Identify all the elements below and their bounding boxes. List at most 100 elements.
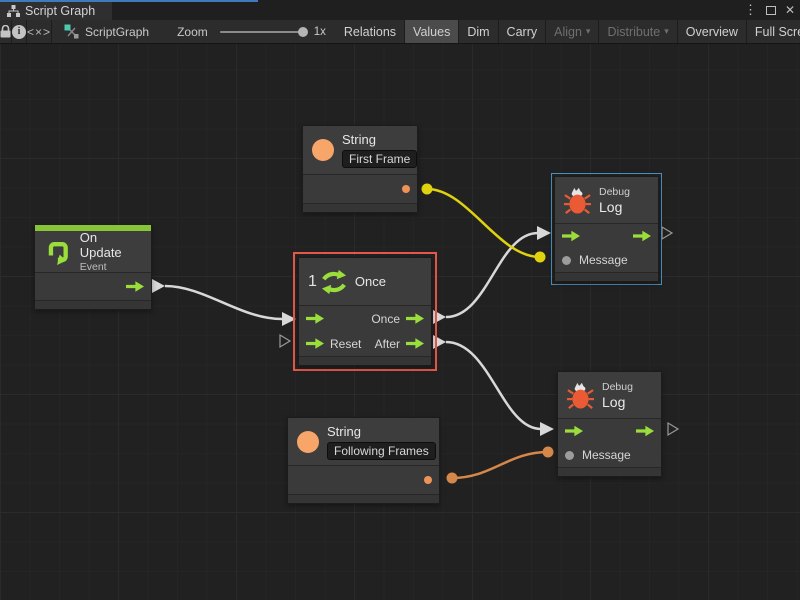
wire-arrowhead (537, 226, 551, 240)
titlebar: Script Graph ⋮ ✕ (0, 0, 800, 20)
wire-start-marker (152, 279, 165, 293)
node-surtitle: Debug (602, 380, 633, 393)
node-debug-log-top[interactable]: Debug Log Message (554, 176, 659, 282)
once-selection-outline: 1 Once Once (293, 252, 437, 371)
once-cycle-icon (321, 269, 346, 294)
message-label: Message (582, 448, 631, 462)
string-value-field[interactable]: First Frame (342, 150, 418, 168)
debuglog-top-message-port[interactable] (562, 255, 571, 265)
chevron-down-icon: ▾ (585, 26, 591, 36)
code-view-button[interactable]: <×> (27, 20, 53, 43)
graph-name-label: ScriptGraph (85, 24, 150, 39)
wire-once-to-debuglog-top[interactable] (445, 231, 539, 319)
on-update-flow-out-port[interactable] (126, 281, 144, 292)
carry-button[interactable]: Carry (499, 20, 547, 43)
node-footer (35, 300, 151, 309)
fullscreen-button[interactable]: Full Screen (754, 24, 800, 39)
distribute-dropdown-button[interactable]: Distribute ▾ (599, 20, 678, 43)
zoom-value: 1x (313, 25, 326, 38)
relations-button[interactable]: Relations (336, 20, 406, 43)
node-footer (555, 272, 658, 281)
string-type-icon (312, 139, 334, 161)
node-footer (558, 467, 661, 476)
node-title: Once (354, 274, 386, 289)
distribute-label: Distribute (607, 24, 661, 39)
overview-button[interactable]: Overview (678, 20, 747, 43)
window-maximize-icon[interactable] (765, 5, 776, 15)
node-title: Log (602, 393, 626, 410)
once-after-label: After (374, 336, 400, 351)
once-flow-in-port[interactable] (306, 313, 324, 324)
node-once[interactable]: 1 Once Once (298, 257, 432, 366)
node-on-update[interactable]: On Update Event (34, 225, 152, 310)
toolbar: i <×> ScriptGraph Zoom 1x Relations Valu… (0, 20, 800, 44)
event-accent-bar (35, 225, 151, 231)
message-label: Message (579, 253, 628, 267)
align-dropdown-button[interactable]: Align ▾ (546, 20, 600, 43)
debuglog-top-flow-out-port[interactable] (633, 230, 651, 242)
wire-end-dot (446, 472, 458, 484)
wire-end-dot (421, 183, 433, 195)
zoom-slider[interactable] (219, 26, 308, 37)
bug-icon (564, 187, 591, 214)
zoom-label: Zoom (177, 24, 208, 39)
wire-arrowhead (540, 422, 554, 436)
wire-end-dot (534, 251, 546, 263)
node-title: String (342, 132, 376, 147)
once-reset-label: Reset (330, 336, 362, 351)
wire-arrowhead (282, 312, 296, 326)
tab-focus-accent (0, 0, 258, 2)
window-close-icon[interactable]: ✕ (784, 3, 795, 17)
node-title: Log (599, 198, 623, 215)
once-out-label: Once (371, 311, 400, 326)
node-footer (288, 494, 439, 503)
debuglog-bottom-out-triangle[interactable] (667, 421, 680, 437)
tab-title: Script Graph (25, 4, 96, 18)
once-reset-in-port[interactable] (306, 338, 324, 349)
code-icon: <×> (27, 24, 52, 39)
string-output-port[interactable] (424, 476, 432, 484)
dim-button[interactable]: Dim (459, 20, 499, 43)
align-label: Align (554, 24, 582, 39)
bug-icon (567, 382, 594, 409)
info-button[interactable]: i (12, 20, 27, 43)
once-after-out-port[interactable] (406, 338, 424, 349)
node-title: On Update (79, 230, 122, 260)
node-debug-log-bottom[interactable]: Debug Log Message (557, 371, 662, 477)
on-update-loop-icon (48, 241, 68, 265)
node-title: String (327, 423, 361, 439)
toolbar-middle: ScriptGraph Zoom 1x (52, 20, 336, 43)
window-menu-icon[interactable]: ⋮ (743, 2, 757, 17)
values-button[interactable]: Values (405, 20, 460, 43)
info-icon: i (12, 24, 26, 39)
chevron-down-icon: ▾ (664, 26, 669, 36)
script-graph-icon (64, 24, 79, 39)
graph-hierarchy-icon (7, 5, 20, 17)
graph-canvas[interactable]: String First Frame On Update Event (0, 44, 800, 600)
debuglog-top-out-triangle[interactable] (661, 225, 674, 241)
node-footer (299, 356, 431, 365)
wire-string-following-to-message[interactable] (451, 450, 549, 480)
string-value-field[interactable]: Following Frames (327, 441, 436, 460)
debuglog-top-flow-in-port[interactable] (562, 230, 580, 242)
string-type-icon (297, 430, 319, 453)
string-output-port[interactable] (402, 185, 410, 193)
once-icon-number: 1 (308, 272, 317, 290)
once-reset-port-triangle[interactable] (279, 333, 292, 349)
once-out-port[interactable] (406, 313, 424, 324)
node-string-following-frames[interactable]: String Following Frames (287, 417, 440, 504)
node-subtitle: Event (79, 261, 107, 273)
lock-button[interactable] (0, 20, 12, 43)
wire-string-first-to-message[interactable] (426, 187, 541, 259)
wire-onupdate-to-once[interactable] (164, 284, 283, 321)
node-string-first-frame[interactable]: String First Frame (302, 125, 418, 213)
tab-script-graph[interactable]: Script Graph (0, 2, 112, 20)
debuglog-bottom-message-port[interactable] (565, 450, 574, 460)
wire-once-to-debuglog-bottom[interactable] (445, 340, 542, 431)
debuglog-bottom-flow-out-port[interactable] (636, 425, 654, 437)
debuglog-bottom-flow-in-port[interactable] (565, 425, 583, 437)
lock-icon (0, 25, 11, 38)
wire-end-dot (542, 446, 554, 458)
zoom-slider-handle[interactable] (297, 26, 308, 37)
